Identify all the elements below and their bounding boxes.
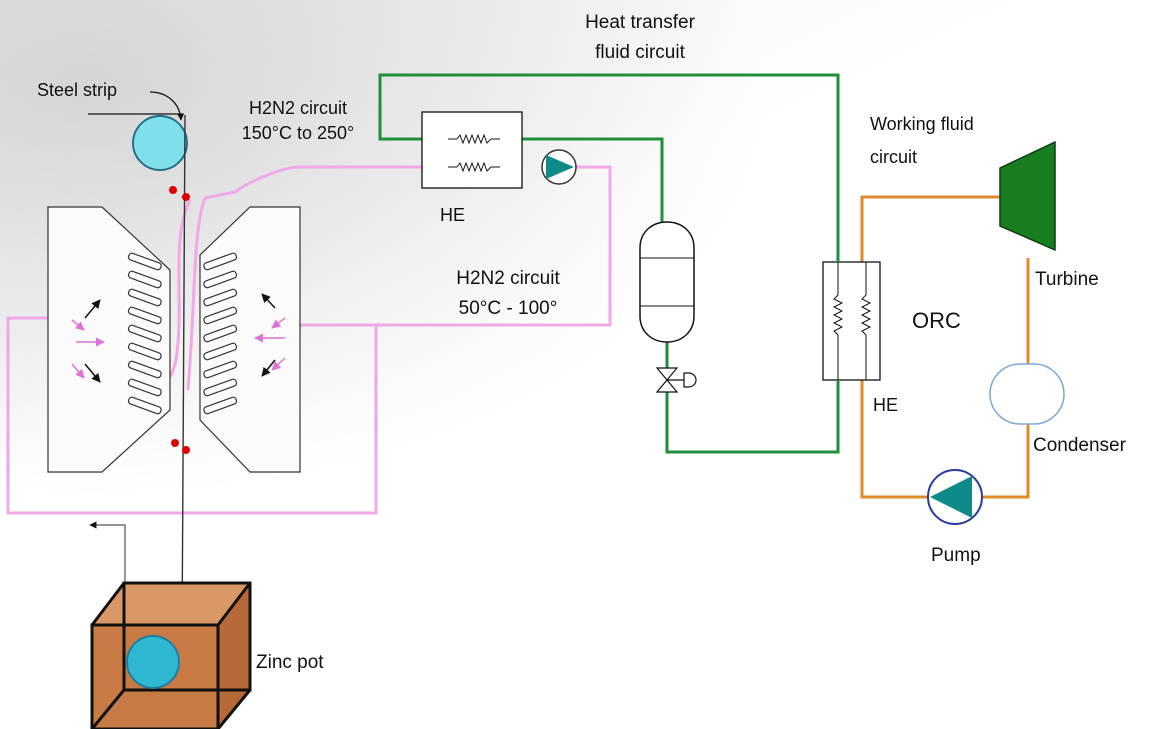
orc-pipe-pump-to-condenser bbox=[982, 420, 1030, 499]
working-fluid-circuit bbox=[860, 195, 1030, 499]
label-orc: ORC bbox=[912, 308, 961, 333]
label-htf-line1: Heat transfer bbox=[585, 12, 695, 33]
orc-pump-triangle bbox=[930, 476, 972, 518]
label-he-left: HE bbox=[440, 205, 465, 225]
label-htf-line2: fluid circuit bbox=[595, 42, 685, 63]
right-nozzles bbox=[203, 252, 238, 415]
label-pump: Pump bbox=[931, 545, 981, 566]
sensor-dots bbox=[169, 186, 190, 454]
orc-heat-exchanger bbox=[822, 261, 881, 381]
label-condenser: Condenser bbox=[1033, 435, 1127, 456]
left-heat-exchanger bbox=[421, 111, 523, 189]
label-h2n2-hot-line2: 150°C to 250° bbox=[242, 123, 354, 143]
flow-arrows bbox=[71, 293, 286, 383]
turbine bbox=[999, 140, 1056, 252]
steel-strip-roller bbox=[132, 115, 188, 171]
label-h2n2-hot-line1: H2N2 circuit bbox=[249, 98, 347, 118]
htf-pipe-to-tank bbox=[491, 137, 664, 222]
left-nozzles bbox=[127, 252, 162, 415]
label-zinc-pot: Zinc pot bbox=[256, 652, 324, 673]
cooling-section bbox=[47, 206, 301, 473]
control-valve bbox=[655, 367, 697, 393]
label-h2n2-cool-line1: H2N2 circuit bbox=[456, 268, 560, 289]
zinc-pot-roller bbox=[126, 635, 180, 689]
h2n2-return-pipe bbox=[300, 165, 612, 327]
h2n2-hot-pipe bbox=[186, 165, 457, 391]
expansion-tank bbox=[639, 221, 695, 343]
steel-strip-arrow bbox=[149, 91, 185, 121]
h2n2-cool-loop bbox=[6, 316, 378, 515]
label-he-right: HE bbox=[873, 395, 898, 415]
label-working-fluid-line1: Working fluid bbox=[870, 114, 974, 134]
orc-he-coils bbox=[832, 262, 872, 380]
h2n2-pump-triangle bbox=[546, 155, 574, 179]
zinc-pot bbox=[90, 581, 252, 729]
label-turbine: Turbine bbox=[1035, 269, 1099, 290]
label-h2n2-cool-line2: 50°C - 100° bbox=[459, 298, 558, 319]
left-he-coils bbox=[448, 133, 500, 173]
condenser bbox=[989, 363, 1065, 425]
h2n2-circuit bbox=[6, 165, 612, 515]
orc-pipe-left bbox=[860, 195, 1000, 499]
steel-strip bbox=[181, 114, 186, 641]
label-working-fluid-line2: circuit bbox=[870, 147, 917, 167]
label-steel-strip: Steel strip bbox=[37, 80, 117, 100]
